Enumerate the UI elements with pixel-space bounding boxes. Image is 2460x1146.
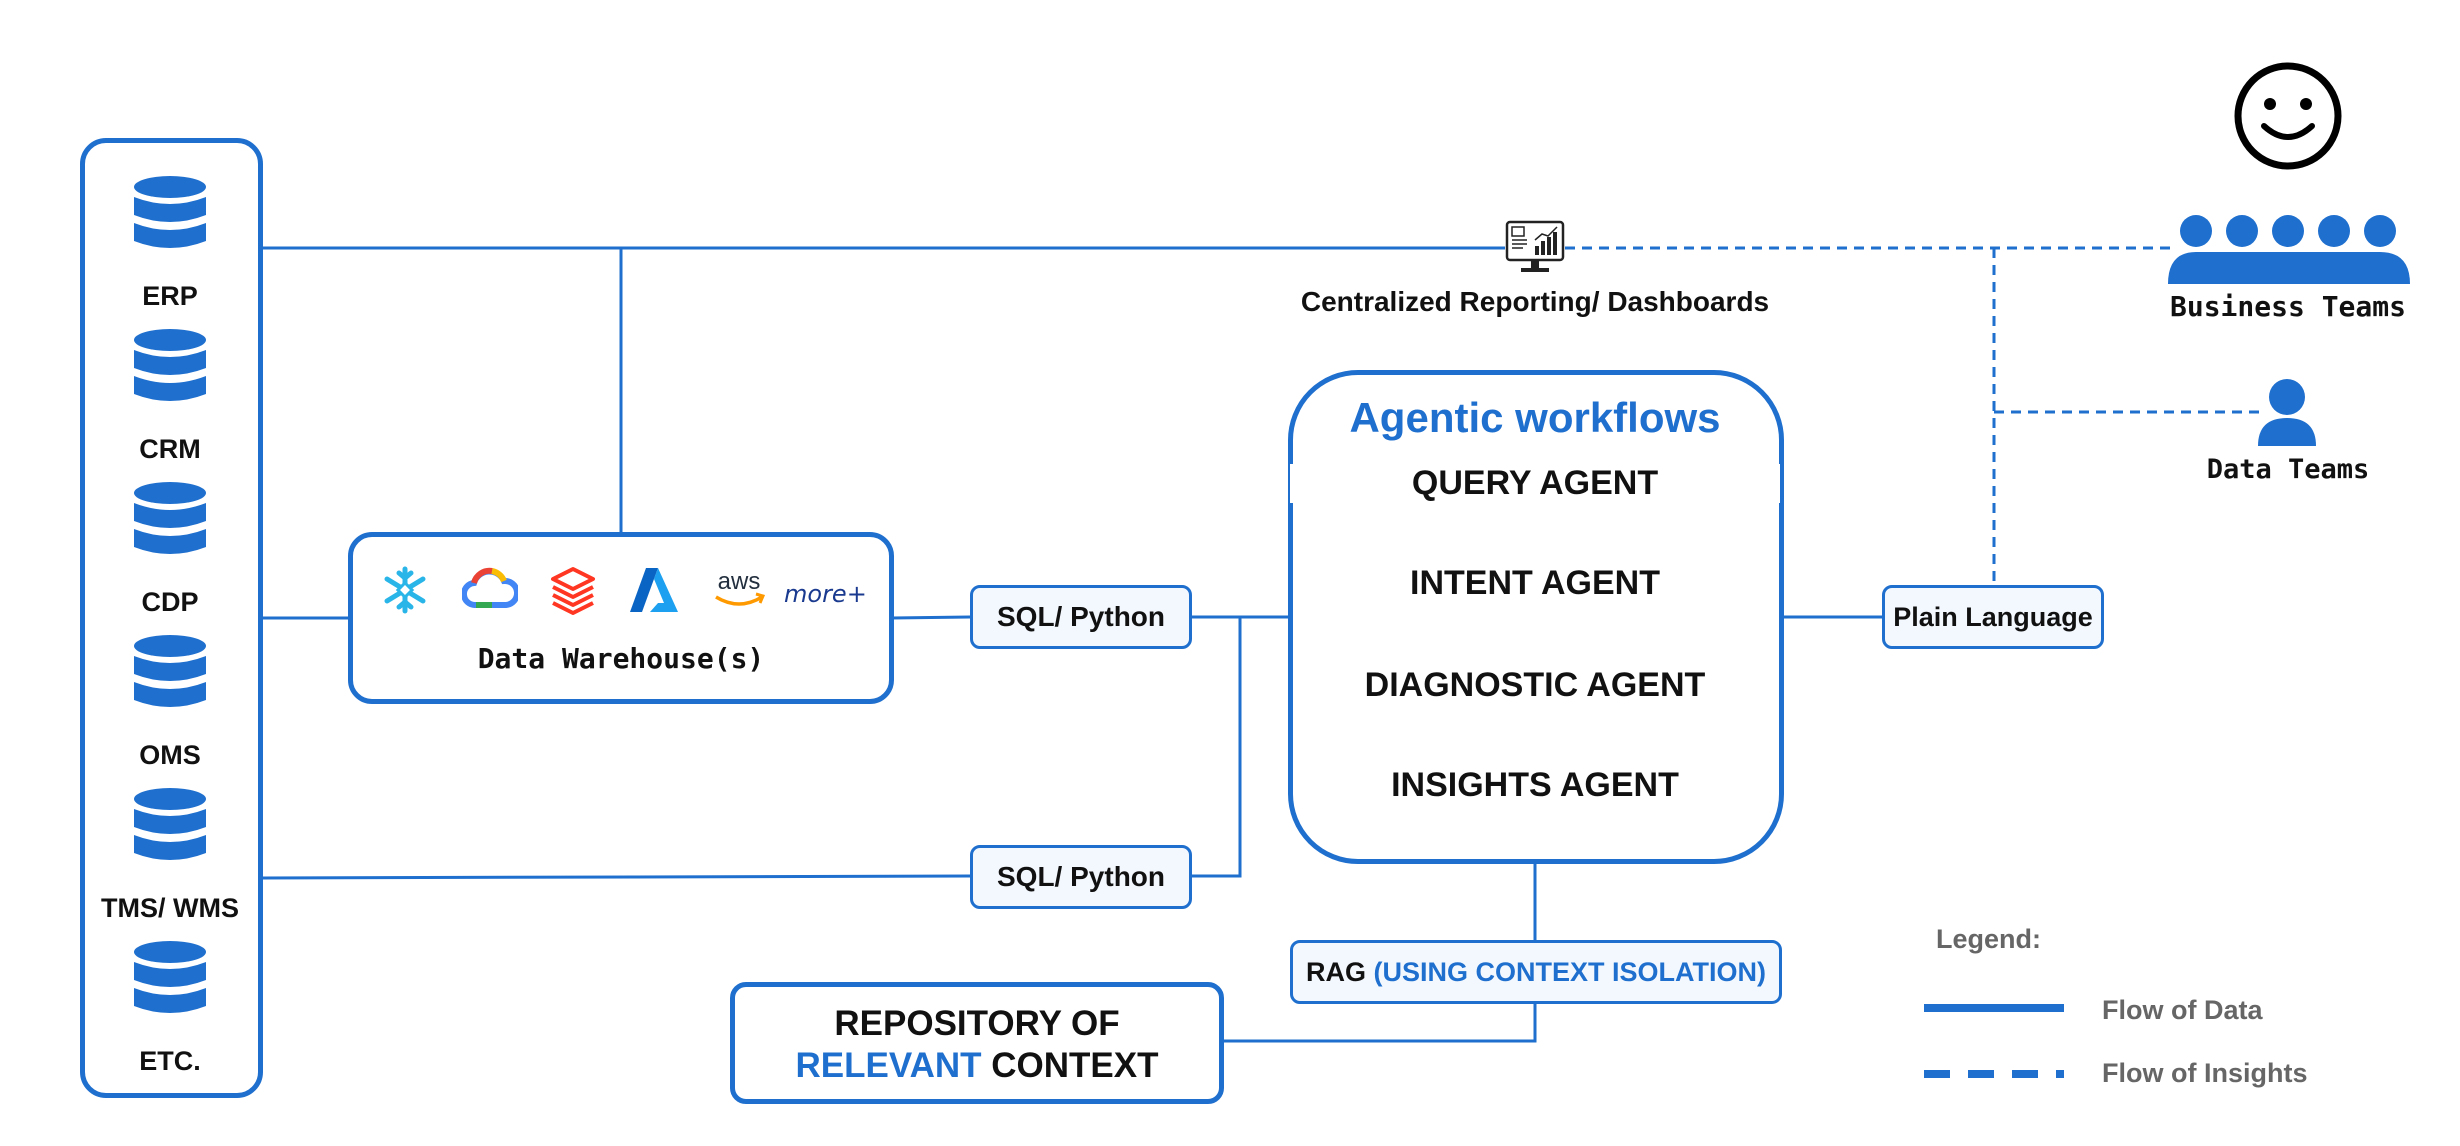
repository-line1: REPOSITORY OF xyxy=(834,1004,1120,1043)
rag-prefix: RAG xyxy=(1305,956,1366,987)
business-teams-label: Business Teams xyxy=(2169,290,2406,323)
legend-dashed-line xyxy=(1924,1070,2064,1078)
plain-language-node: Plain Language xyxy=(1882,585,2104,649)
person-icon xyxy=(2258,379,2316,446)
repository-line2: RELEVANT CONTEXT xyxy=(735,1045,1219,1087)
group-icon xyxy=(2168,215,2410,284)
azure-icon xyxy=(630,568,678,612)
rag-highlight: (USING CONTEXT ISOLATION) xyxy=(1373,956,1767,987)
insights-agent-label: INSIGHTS AGENT xyxy=(1290,766,1780,805)
data-warehouse-box xyxy=(348,532,894,704)
database-icon xyxy=(134,482,206,554)
intent-agent-label: INTENT AGENT xyxy=(1290,564,1780,603)
legend-solid-line xyxy=(1924,1004,2064,1012)
svg-text:aws: aws xyxy=(718,568,761,595)
reporting-label: Centralized Reporting/ Dashboards xyxy=(1300,286,1770,317)
agentic-workflows-title: Agentic workflows xyxy=(1349,394,1721,441)
repository-highlight: RELEVANT xyxy=(795,1046,982,1085)
databricks-icon xyxy=(551,567,595,615)
sql-python-bottom-node: SQL/ Python xyxy=(970,845,1192,909)
repository-box: REPOSITORY OF RELEVANT CONTEXT xyxy=(730,982,1224,1104)
database-icon xyxy=(134,941,206,1013)
rag-node: RAG (USING CONTEXT ISOLATION) xyxy=(1290,940,1782,1004)
source-label-crm: CRM xyxy=(139,434,201,464)
data-teams-label: Data Teams xyxy=(2206,454,2370,485)
database-icon xyxy=(134,635,206,707)
line-rag-to-repository xyxy=(1222,1000,1537,1043)
database-icon xyxy=(134,788,206,860)
source-label-cdp: CDP xyxy=(141,587,199,617)
legend-item-data: Flow of Data xyxy=(2102,995,2263,1025)
query-agent-label: QUERY AGENT xyxy=(1290,464,1780,503)
source-label-etc: ETC. xyxy=(139,1046,201,1076)
snowflake-icon xyxy=(384,566,426,614)
legend-title: Legend: xyxy=(1936,924,2041,954)
line-warehouse-to-sql xyxy=(891,615,971,620)
warehouse-label: Data Warehouse(s) xyxy=(477,642,765,675)
smiley-icon xyxy=(2234,62,2342,170)
dashboard-monitor-icon xyxy=(1505,220,1565,272)
source-label-erp: ERP xyxy=(142,281,198,311)
line-sources-to-sql-bottom xyxy=(261,874,971,880)
aws-icon: aws xyxy=(715,568,766,606)
diagnostic-agent-label: DIAGNOSTIC AGENT xyxy=(1290,666,1780,705)
source-label-oms: OMS xyxy=(139,740,201,770)
line-sql-bottom-to-agentic xyxy=(1192,617,1242,878)
data-sources-panel xyxy=(80,138,263,1098)
legend-item-insights: Flow of Insights xyxy=(2102,1058,2308,1088)
diagnostic-agent-text: DIAGNOSTIC AGENT xyxy=(1358,666,1712,704)
database-icon xyxy=(134,329,206,401)
sql-python-top-node: SQL/ Python xyxy=(970,585,1192,649)
source-label-tms-wms: TMS/ WMS xyxy=(101,893,239,923)
repository-rest: CONTEXT xyxy=(991,1046,1159,1085)
intent-agent-text: INTENT AGENT xyxy=(1404,564,1666,602)
database-icon xyxy=(134,176,206,248)
more-providers-label: more+ xyxy=(784,580,867,608)
insights-agent-text: INSIGHTS AGENT xyxy=(1385,766,1685,804)
google-cloud-icon xyxy=(462,567,518,609)
